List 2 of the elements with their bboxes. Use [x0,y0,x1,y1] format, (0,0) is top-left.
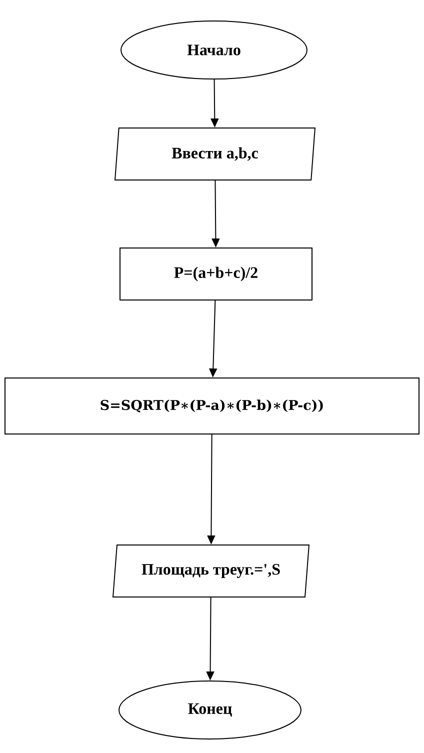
process-box: P=(a+b+c)/2 [120,248,312,300]
process-box: S=SQRT(P∗(P-a)∗(P-b)∗(P-c)) [4,378,420,434]
